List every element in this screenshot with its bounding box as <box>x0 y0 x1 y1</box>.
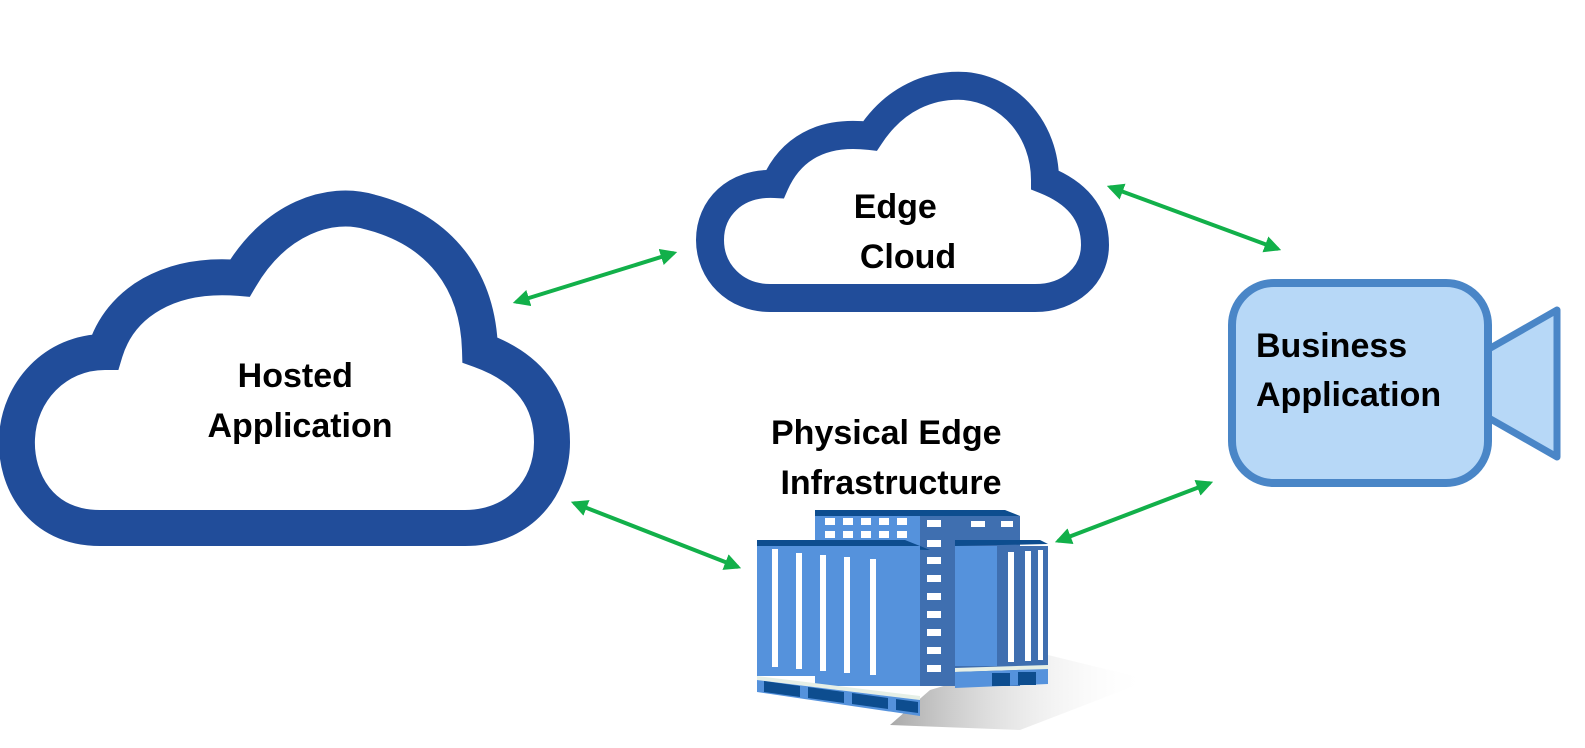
svg-text:Business Application: Business Application <box>1256 327 1441 414</box>
arrow-edge-cloud-to-business <box>1106 183 1282 253</box>
business-application-label-line1: Business <box>1256 327 1407 365</box>
connections <box>512 183 1282 570</box>
edge-cloud-label-line2: Cloud <box>860 238 956 276</box>
arrow-hosted-to-physical-edge <box>570 500 742 570</box>
edge-cloud-cloud-icon <box>695 71 1110 312</box>
edge-cloud-label-line1: Edge <box>854 188 937 226</box>
arrow-hosted-to-edge-cloud <box>512 248 678 307</box>
svg-text:Edge Cloud: Edge Cloud <box>854 188 956 276</box>
svg-text:Physical Edge Infrastruc: Physical Edge Infrastructure <box>771 414 1011 502</box>
hosted-application-label-line2: Application <box>207 407 392 445</box>
svg-text:Hosted Application: Hosted Application <box>207 357 392 445</box>
arrow-physical-edge-to-business <box>1054 479 1214 545</box>
hosted-application-label-line1: Hosted <box>238 357 353 395</box>
physical-edge-infrastructure-node: Physical Edge Infrastructure <box>757 414 1150 730</box>
physical-edge-infrastructure-label-line1: Physical Edge <box>771 414 1002 452</box>
edge-cloud-node: Edge Cloud <box>695 71 1110 312</box>
physical-edge-infrastructure-label-line2: Infrastructure <box>780 464 1001 502</box>
hosted-application-node: Hosted Application <box>0 190 571 546</box>
hosted-application-cloud-icon <box>0 190 571 546</box>
building-icon <box>757 510 1150 730</box>
video-camera-icon <box>1228 279 1561 487</box>
business-application-node: Business Application <box>1228 279 1561 487</box>
business-application-label-line2: Application <box>1256 376 1441 414</box>
